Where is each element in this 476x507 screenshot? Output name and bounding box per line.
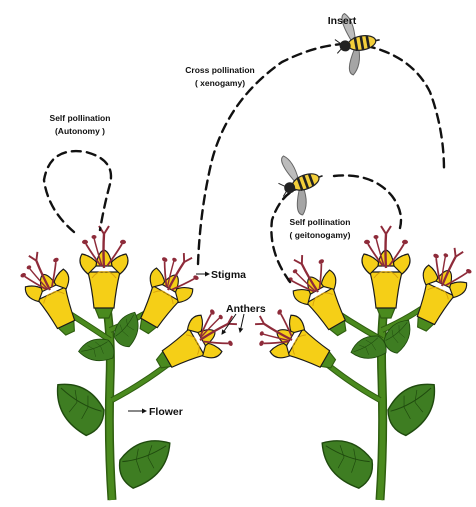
leaf xyxy=(116,438,177,490)
leaf xyxy=(45,380,110,439)
autonomy-path xyxy=(44,151,111,232)
left-plant xyxy=(12,226,245,500)
flower xyxy=(401,240,476,338)
bee-icon xyxy=(270,146,333,219)
flower xyxy=(12,244,90,342)
flower-label: Flower xyxy=(149,406,183,418)
flower xyxy=(80,226,128,318)
arrow-icon xyxy=(240,314,244,332)
stigma-label: Stigma xyxy=(211,269,246,281)
cross-pollination-sublabel: ( xenogamy) xyxy=(195,78,245,88)
flower xyxy=(362,226,410,318)
self-pollination-geitonogamy-sublabel: ( geitonogamy) xyxy=(290,230,351,240)
anthers-label: Anthers xyxy=(226,303,266,315)
self-pollination-autonomy-label: Self pollination xyxy=(50,113,111,123)
cross-pollination-label: Cross pollination xyxy=(185,65,254,75)
leaf xyxy=(382,380,447,439)
self-pollination-geitonogamy-label: Self pollination xyxy=(290,217,351,227)
leaf xyxy=(316,438,377,490)
self-pollination-autonomy-sublabel: (Autonomy ) xyxy=(55,126,105,136)
insert-label: Insert xyxy=(328,15,357,27)
